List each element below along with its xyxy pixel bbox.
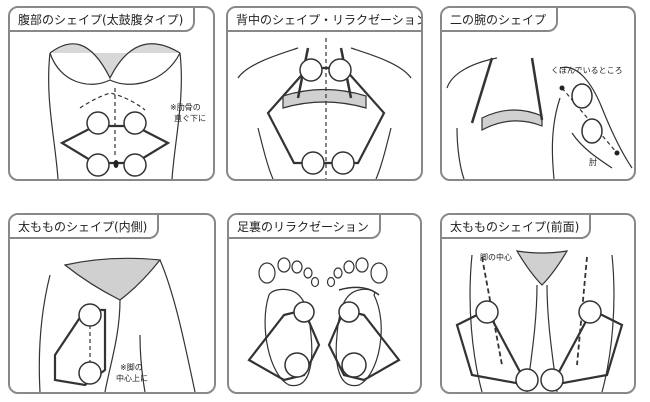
sole-illustration xyxy=(247,257,401,387)
point-left-lower xyxy=(515,368,539,392)
point-lower-right xyxy=(123,153,147,177)
panel-note: 肘 xyxy=(589,158,597,167)
front-thigh-illustration xyxy=(455,250,624,392)
point-lower-right xyxy=(331,151,355,175)
panel-sole-relaxation: 足裏のリラクゼーション xyxy=(227,213,422,394)
navel-mark xyxy=(113,160,119,168)
point-right-lower xyxy=(540,368,564,392)
panel-back-shape: 背中のシェイプ・リラクゼーション xyxy=(226,6,423,181)
panel-note: ※肋骨の xyxy=(170,103,201,112)
point-upper-left xyxy=(86,111,110,135)
panel-note: 中心上に xyxy=(116,374,148,383)
panel-upper-arm-shape: 二の腕のシェイプ くぼんでいるところ 肘 xyxy=(440,6,636,181)
panel-note: 脚の中心 xyxy=(480,253,512,262)
point-lower-left xyxy=(86,153,110,177)
upper-arm-illustration xyxy=(446,57,633,179)
panel-note: くぼんでいるところ xyxy=(551,66,623,75)
point-upper-left xyxy=(299,58,323,82)
panel-note: ※脚の xyxy=(120,363,143,372)
point-lower-left xyxy=(301,151,325,175)
panel-title: 二の腕のシェイプ xyxy=(442,8,559,32)
panel-note: 直ぐ下に xyxy=(174,114,206,123)
back-illustration xyxy=(237,38,412,179)
point-lower xyxy=(581,118,603,144)
panel-title: 太もものシェイプ(内側) xyxy=(10,215,160,239)
point-left-lower xyxy=(284,352,310,378)
point-right-lower xyxy=(341,352,367,378)
point-upper-right xyxy=(328,58,352,82)
panel-abdomen-shape: 腹部のシェイプ(太鼓腹タイプ) ※肋骨の 直ぐ下に xyxy=(8,6,215,181)
point-upper-right xyxy=(123,111,147,135)
point-right-upper xyxy=(578,300,602,324)
inner-thigh-illustration xyxy=(38,257,196,392)
point-upper xyxy=(571,83,593,109)
panel-title: 足裏のリラクゼーション xyxy=(229,215,381,239)
point-upper xyxy=(78,303,102,327)
panel-title: 腹部のシェイプ(太鼓腹タイプ) xyxy=(10,8,196,32)
point-left-upper xyxy=(475,300,499,324)
panel-inner-thigh-shape: 太もものシェイプ(内側) ※脚の 中心上に xyxy=(8,213,216,394)
point-right-upper xyxy=(338,301,360,323)
panel-title: 背中のシェイプ・リラクゼーション xyxy=(228,8,421,32)
abdomen-illustration xyxy=(48,43,182,179)
point-left-upper xyxy=(293,301,315,323)
panel-front-thigh-shape: 太もものシェイプ(前面) 脚の中心 xyxy=(440,213,636,394)
point-lower xyxy=(78,361,102,385)
panel-title: 太もものシェイプ(前面) xyxy=(442,215,592,239)
